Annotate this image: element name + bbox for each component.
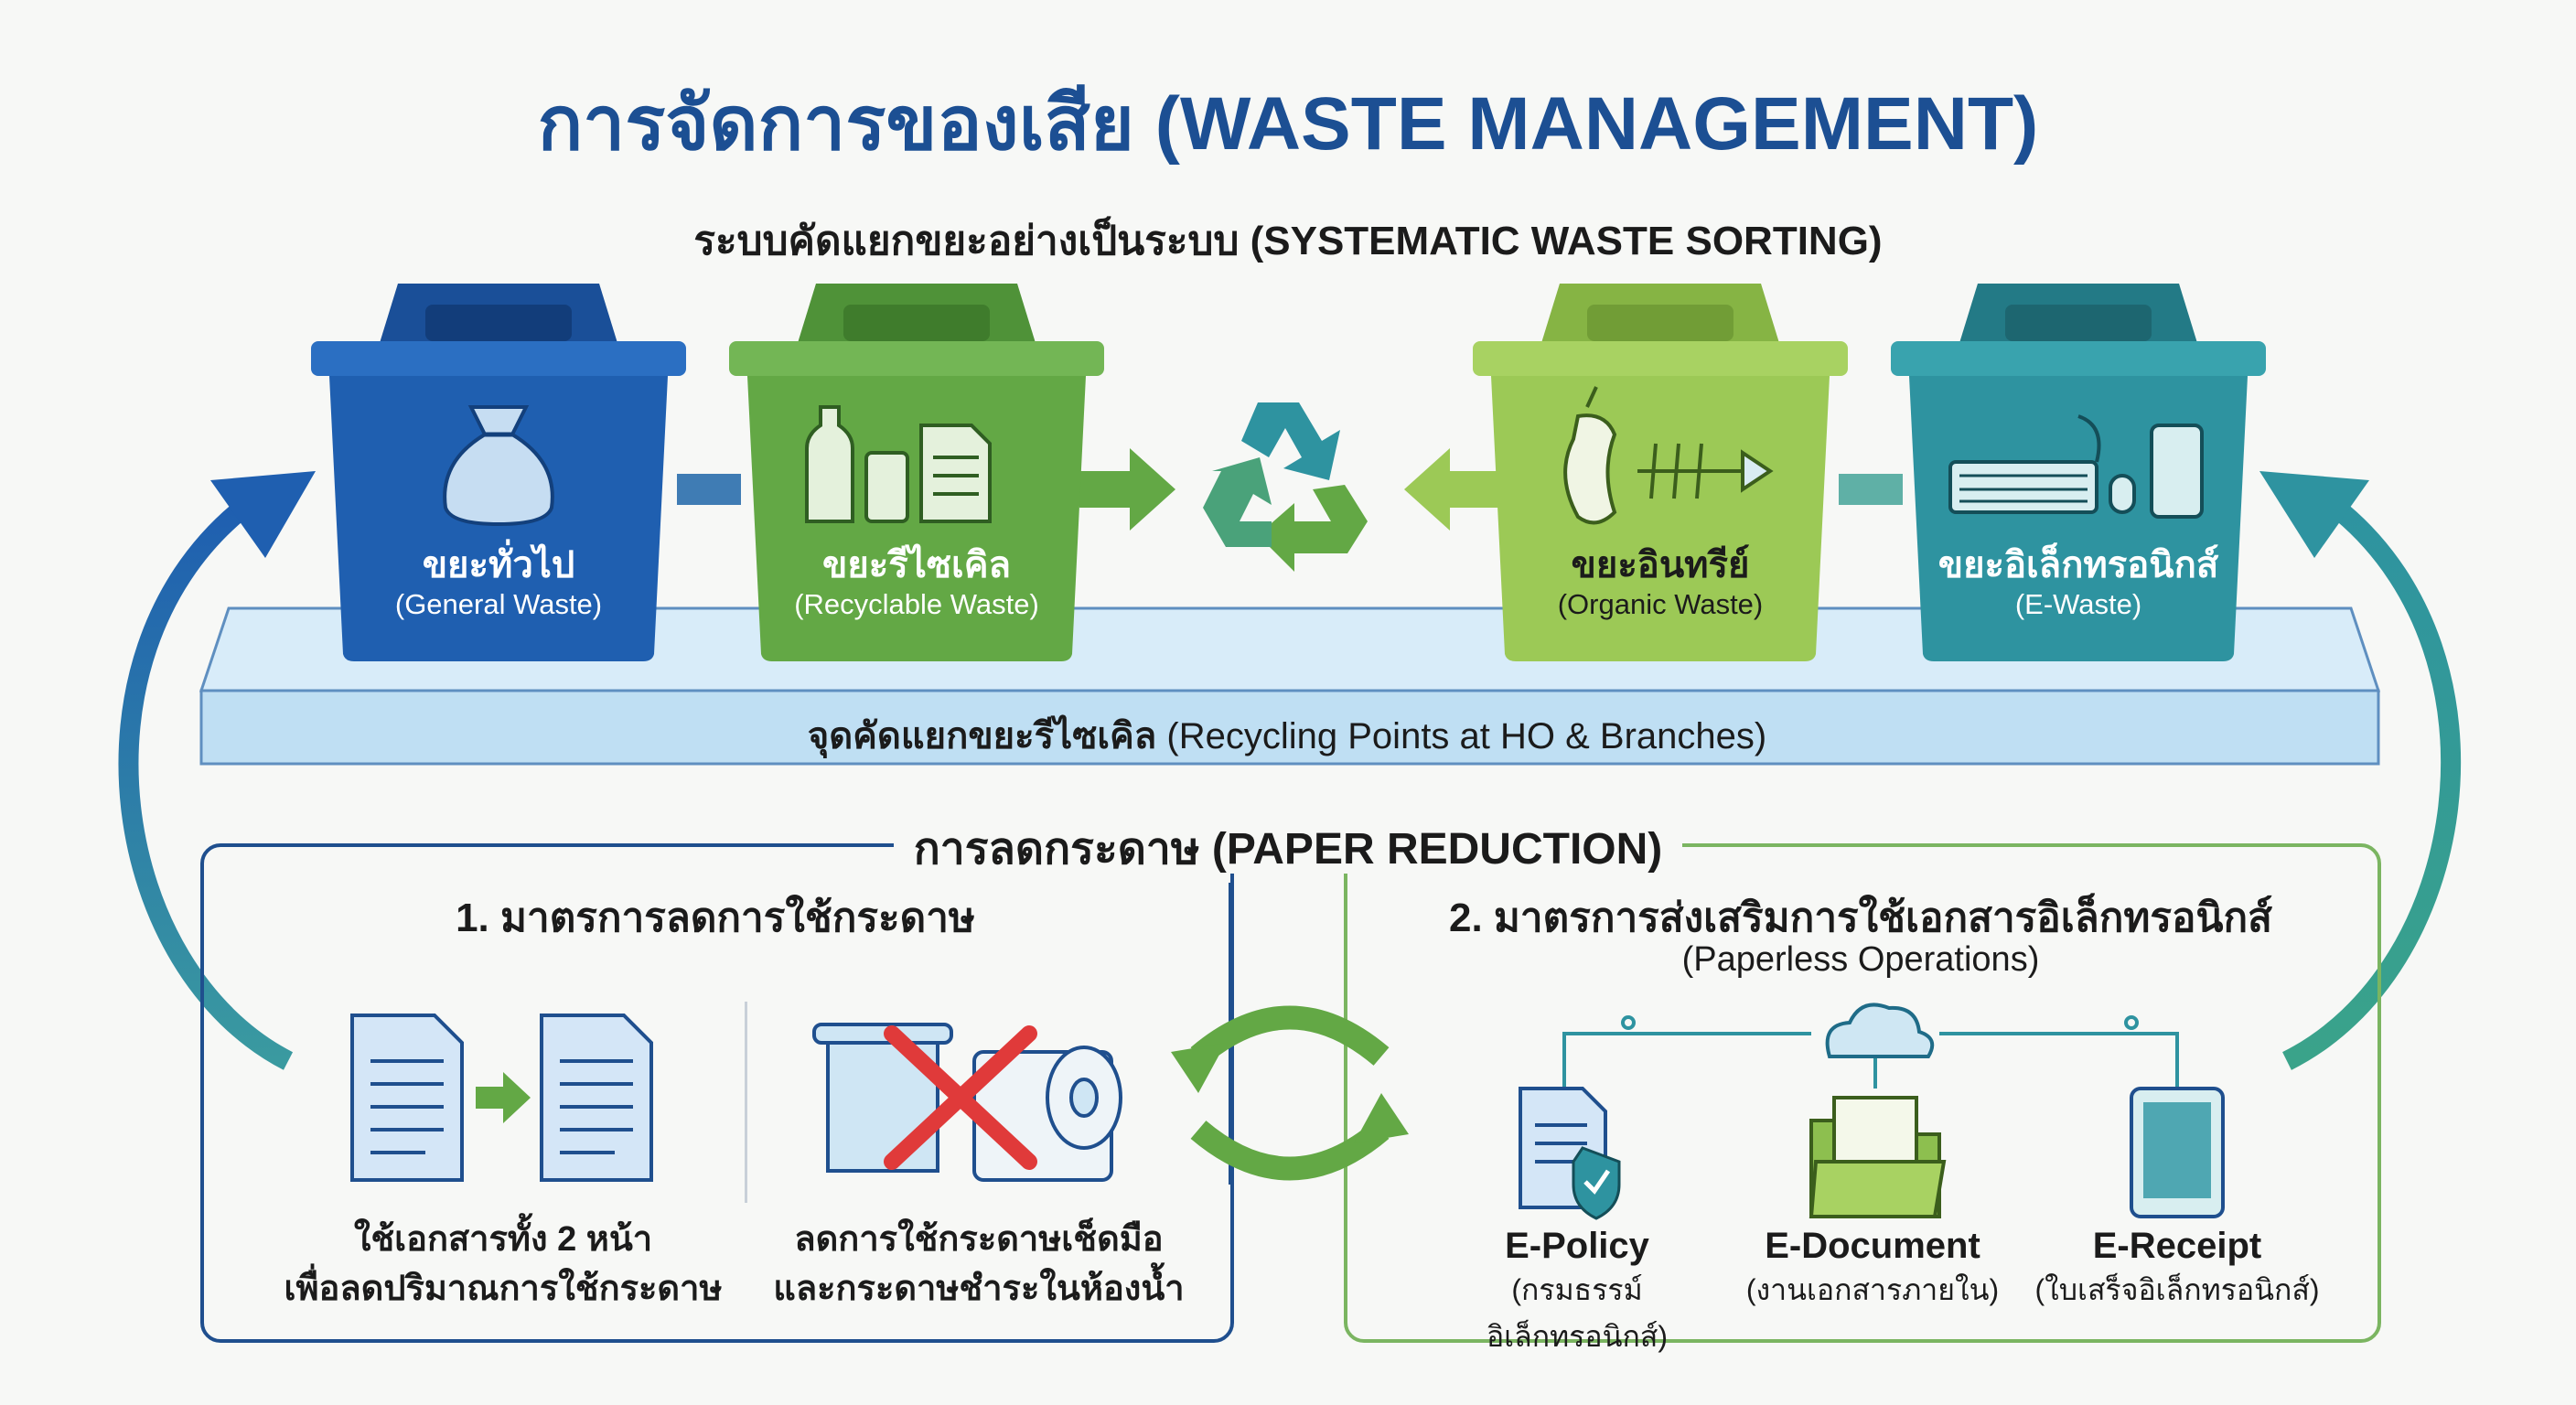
caption-line: เพื่อลดปริมาณการใช้กระดาษ bbox=[284, 1270, 723, 1308]
e-receipt-item: E-Receipt (ใบเสร็จอิเล็กทรอนิกส์) bbox=[2031, 1226, 2324, 1314]
bin-label-en: (Recyclable Waste) bbox=[794, 588, 1039, 620]
caption-line: และกระดาษชำระในห้องน้ำ bbox=[773, 1270, 1185, 1308]
apple-fishbone-icon bbox=[1563, 386, 1774, 525]
left-cycle-arrow bbox=[118, 504, 294, 1070]
section-subtitle: ระบบคัดแยกขยะอย่างเป็นระบบ (SYSTEMATIC W… bbox=[693, 219, 1883, 263]
paperless-network bbox=[1519, 1003, 2225, 1220]
arrow-left-icon bbox=[1404, 448, 1500, 531]
e-policy-sublabel: (กรมธรรม์อิเล็กทรอนิกส์) bbox=[1486, 1273, 1669, 1353]
right-heading: 2. มาตรการส่งเสริมการใช้เอกสารอิเล็กทรอน… bbox=[1448, 896, 2273, 940]
right-cycle-arrow bbox=[2282, 504, 2461, 1070]
bin-connector bbox=[677, 474, 741, 505]
paper-reduction-title: การลดกระดาษ (PAPER REDUCTION) bbox=[0, 814, 2576, 884]
e-policy-label: E-Policy bbox=[1505, 1226, 1649, 1266]
keyboard-mouse-phone-icon bbox=[1948, 414, 2204, 519]
arrow-right-icon bbox=[1079, 448, 1175, 531]
left-heading: 1. มาตรการลดการใช้กระดาษ bbox=[456, 896, 975, 940]
caption-reduce-tissue: ลดการใช้กระดาษเช็ดมือ และกระดาษชำระในห้อ… bbox=[741, 1215, 1217, 1314]
e-policy-icon bbox=[1519, 1087, 1621, 1220]
divider bbox=[745, 1002, 747, 1203]
right-heading-en: (Paperless Operations) bbox=[1681, 940, 2040, 979]
cycle-arrows-center bbox=[1171, 1005, 1409, 1181]
bin-label-en: (Organic Waste) bbox=[1557, 588, 1764, 620]
recycling-shelf bbox=[199, 606, 2381, 766]
bin-shape bbox=[1891, 284, 2266, 661]
bin-label-th: ขยะรีไซเคิล bbox=[822, 545, 1011, 585]
e-policy-item: E-Policy (กรมธรรม์อิเล็กทรอนิกส์) bbox=[1431, 1226, 1723, 1360]
e-document-label: E-Document bbox=[1765, 1226, 1980, 1266]
shelf-label-th: จุดคัดแยกขยะรีไซเคิล bbox=[807, 716, 1157, 756]
bottle-can-paper-icon bbox=[805, 405, 992, 523]
e-receipt-label: E-Receipt bbox=[2092, 1226, 2262, 1266]
double-sided-document-icon bbox=[350, 1014, 653, 1182]
bin-e-waste: ขยะอิเล็กทรอนิกส์ (E-Waste) bbox=[1886, 279, 2270, 663]
recycle-icon bbox=[1203, 402, 1368, 572]
shelf-label-en: (Recycling Points at HO & Branches) bbox=[1166, 716, 1767, 756]
bin-general-waste: ขยะทั่วไป (General Waste) bbox=[306, 279, 691, 663]
e-receipt-sublabel: (ใบเสร็จอิเล็กทรอนิกส์) bbox=[2034, 1273, 2320, 1306]
paper-reduction-right-box bbox=[1344, 843, 2381, 1343]
bin-label-th: ขยะทั่วไป bbox=[422, 545, 575, 585]
shelf-label: จุดคัดแยกขยะรีไซเคิล (Recycling Points a… bbox=[197, 706, 2377, 765]
bin-shape bbox=[311, 284, 686, 661]
paper-reduction-title-text: การลดกระดาษ (PAPER REDUCTION) bbox=[893, 825, 1683, 874]
left-arrow-head bbox=[210, 471, 316, 558]
e-document-sublabel: (งานเอกสารภายใน) bbox=[1745, 1273, 2000, 1306]
caption-double-sided: ใช้เอกสารทั้ง 2 หน้า เพื่อลดปริมาณการใช้… bbox=[265, 1215, 741, 1314]
bin-label-th: ขยะอินทรีย์ bbox=[1571, 545, 1750, 585]
caption-line: ใช้เอกสารทั้ง 2 หน้า bbox=[353, 1220, 653, 1259]
bin-shape bbox=[729, 284, 1104, 661]
bin-label-en: (General Waste) bbox=[394, 588, 603, 620]
bin-connector bbox=[1839, 474, 1903, 505]
caption-line: ลดการใช้กระดาษเช็ดมือ bbox=[794, 1220, 1164, 1259]
bin-shape bbox=[1473, 284, 1848, 661]
e-receipt-icon bbox=[2130, 1087, 2225, 1218]
cloud-icon bbox=[1825, 1003, 1935, 1058]
paper-reduction-left-box bbox=[200, 843, 1234, 1343]
bin-recyclable-waste: ขยะรีไซเคิล (Recyclable Waste) bbox=[724, 279, 1109, 663]
e-document-item: E-Document (งานเอกสารภายใน) bbox=[1726, 1226, 2019, 1314]
bin-label-en: (E-Waste) bbox=[2014, 588, 2142, 620]
garbage-bag-icon bbox=[443, 405, 554, 527]
bin-label-th: ขยะอิเล็กทรอนิกส์ bbox=[1937, 545, 2219, 585]
page-title: การจัดการของเสีย (WASTE MANAGEMENT) bbox=[537, 82, 2039, 166]
bin-organic-waste: ขยะอินทรีย์ (Organic Waste) bbox=[1468, 279, 1852, 663]
e-document-icon bbox=[1809, 1096, 1947, 1218]
no-paper-towel-icon bbox=[812, 1023, 1122, 1182]
right-arrow-head bbox=[2259, 471, 2369, 558]
